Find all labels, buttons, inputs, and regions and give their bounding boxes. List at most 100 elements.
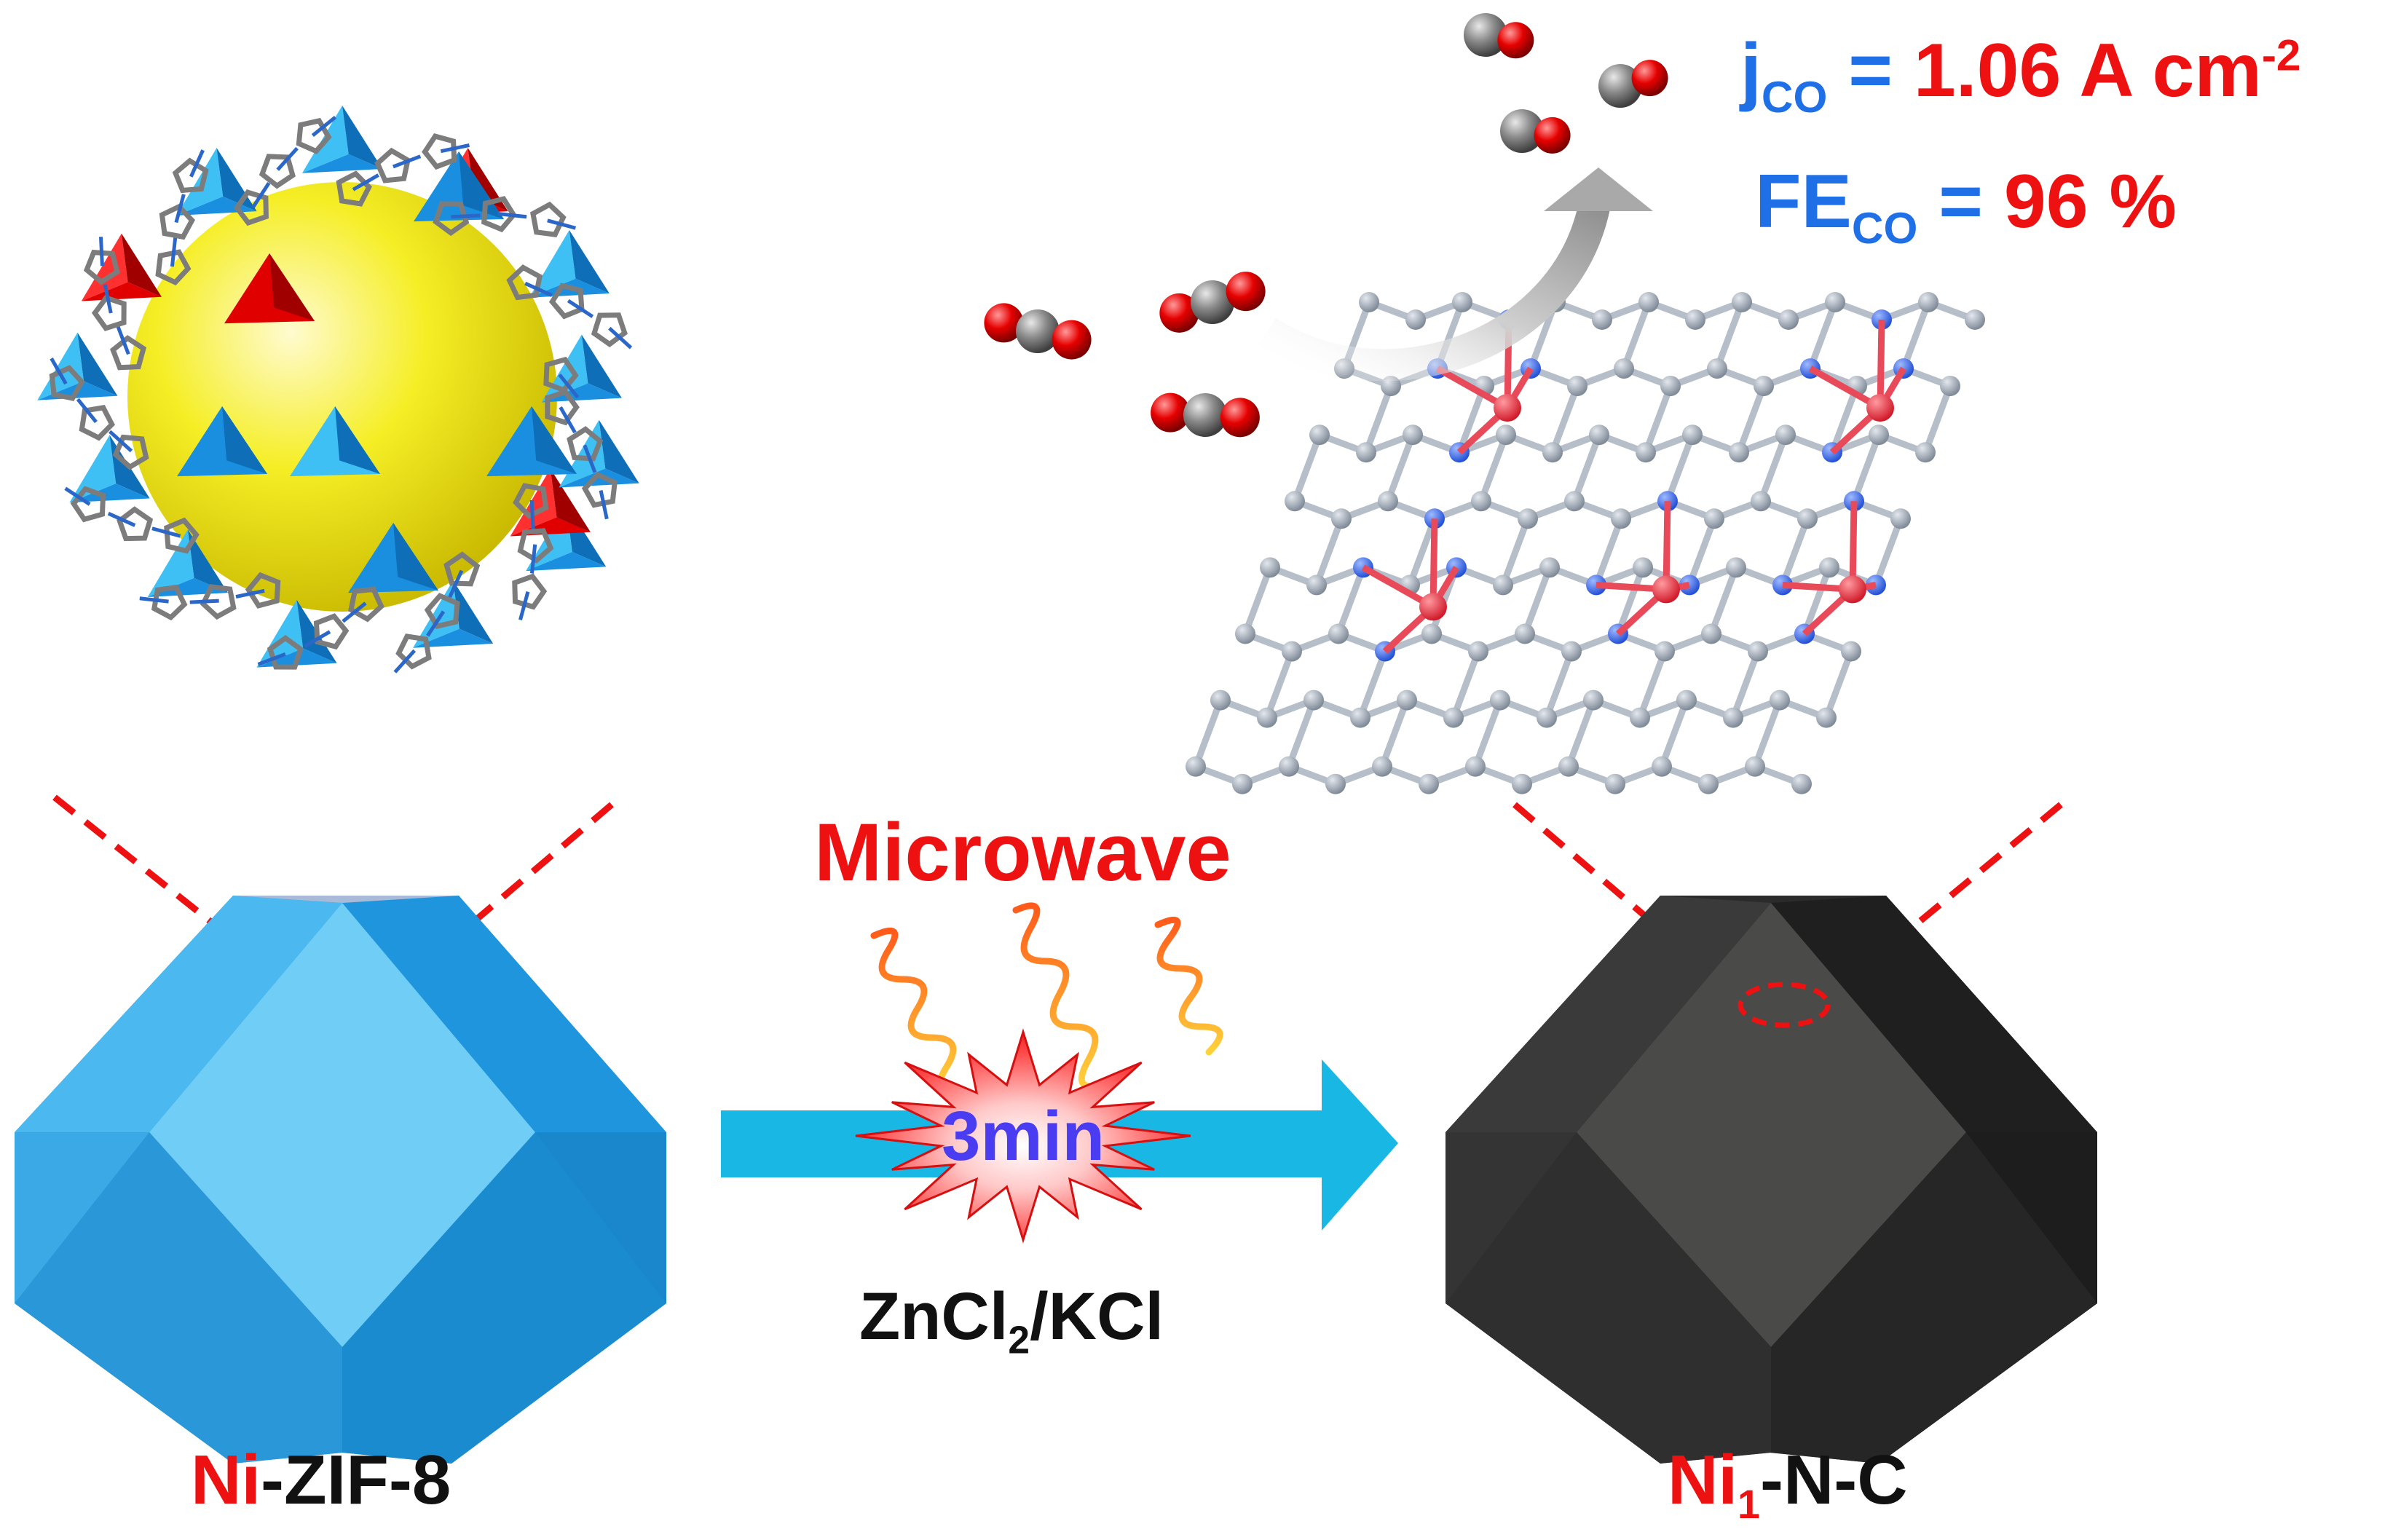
carbon-atom-icon bbox=[1378, 491, 1398, 512]
salt-end: /KCl bbox=[1030, 1279, 1164, 1354]
carbon-atom-icon bbox=[1285, 491, 1305, 512]
carbon-atom-icon bbox=[1965, 309, 1985, 330]
imidazolate-linker-icon bbox=[49, 358, 85, 401]
nickel-atom-icon bbox=[1652, 575, 1680, 604]
carbon-atom-icon bbox=[1443, 707, 1464, 728]
imidazolate-linker-icon bbox=[581, 471, 618, 520]
imidazolate-linker-icon bbox=[296, 116, 337, 154]
carbon-atom-icon bbox=[1638, 292, 1659, 312]
carbon-atom-icon bbox=[1356, 442, 1376, 463]
carbon-atom-icon bbox=[1325, 773, 1346, 794]
carbon-atom-icon bbox=[1372, 756, 1392, 777]
carbon-atom-icon bbox=[1350, 707, 1370, 728]
carbon-atom-icon bbox=[1698, 773, 1719, 794]
carbon-atom-icon bbox=[1819, 557, 1839, 578]
label-ni: Ni bbox=[1668, 1441, 1738, 1519]
carbon-atom-icon bbox=[1614, 358, 1634, 379]
co2-molecule-icon bbox=[1151, 392, 1260, 438]
duration-label: 3min bbox=[942, 1097, 1105, 1175]
imidazolate-linker-icon bbox=[342, 586, 384, 623]
imidazolate-linker-icon bbox=[259, 146, 299, 189]
carbon-atom-icon bbox=[1797, 508, 1818, 529]
label-ni: Ni bbox=[191, 1441, 261, 1519]
label-zif8-suffix: -ZIF-8 bbox=[261, 1441, 451, 1519]
j-equals: = bbox=[1827, 28, 1914, 113]
carbon-atom-icon bbox=[1468, 641, 1488, 662]
co-molecule-icon bbox=[1598, 60, 1668, 108]
imidazolate-linker-icon bbox=[529, 201, 577, 237]
nickel-atom-icon bbox=[1494, 394, 1521, 422]
carbon-atom-icon bbox=[1611, 508, 1631, 529]
carbon-atom-icon bbox=[1791, 773, 1812, 794]
tetrahedron-icon bbox=[290, 406, 380, 477]
carbon-atom-icon bbox=[1676, 690, 1697, 711]
imidazolate-linker-icon bbox=[567, 426, 604, 473]
imidazolate-linker-icon bbox=[257, 634, 304, 670]
imidazolate-linker-icon bbox=[513, 483, 549, 529]
carbon-atom-icon bbox=[1331, 508, 1352, 529]
carbon-atom-icon bbox=[1816, 707, 1837, 728]
carbon-atom-icon bbox=[1537, 707, 1557, 728]
carbon-atom-icon bbox=[1558, 756, 1579, 777]
carbon-atom-icon bbox=[1232, 773, 1253, 794]
fe-value: 96 % bbox=[2003, 159, 2177, 244]
co-molecule-icon bbox=[1464, 13, 1534, 59]
salt-label: ZnCl2/KCl bbox=[859, 1283, 1164, 1360]
imidazolate-linker-icon bbox=[591, 312, 633, 350]
tetrahedron-icon bbox=[81, 233, 162, 301]
carbon-atom-icon bbox=[1405, 309, 1426, 330]
j-value: 1.06 A cm bbox=[1913, 28, 2262, 113]
carbon-atom-icon bbox=[1539, 557, 1560, 578]
tetrahedron-icon bbox=[348, 523, 438, 593]
fe-equals: = bbox=[1917, 159, 2004, 244]
imidazolate-linker-icon bbox=[83, 237, 120, 285]
imidazolate-linker-icon bbox=[336, 170, 379, 207]
carbon-atom-icon bbox=[1704, 508, 1724, 529]
carbon-atom-icon bbox=[1633, 557, 1653, 578]
current-density-readout: jCO = 1.06 A cm-2 bbox=[1740, 33, 2300, 119]
carbon-atom-icon bbox=[1636, 442, 1656, 463]
imidazolate-linker-icon bbox=[443, 551, 481, 599]
carbon-atom-icon bbox=[1754, 376, 1774, 397]
carbon-atom-icon bbox=[1940, 376, 1960, 397]
carbon-atom-icon bbox=[1775, 425, 1796, 446]
carbon-atom-icon bbox=[1496, 425, 1516, 446]
co2-molecule-icon bbox=[1159, 272, 1266, 333]
starburst-icon bbox=[855, 1028, 1191, 1244]
imidazolate-linker-icon bbox=[433, 201, 481, 237]
carbon-atom-icon bbox=[1915, 442, 1936, 463]
carbon-atom-icon bbox=[1592, 309, 1612, 330]
carbon-atom-icon bbox=[1471, 491, 1491, 512]
gas-molecules bbox=[984, 13, 1668, 438]
imidazolate-linker-icon bbox=[481, 196, 527, 233]
carbon-atom-icon bbox=[1403, 425, 1423, 446]
carbon-atom-icon bbox=[1729, 442, 1749, 463]
carbon-atom-icon bbox=[1770, 690, 1790, 711]
microwave-wave-icon bbox=[870, 902, 1223, 1094]
carbon-atom-icon bbox=[1890, 508, 1911, 529]
carbon-atom-icon bbox=[1869, 425, 1889, 446]
zif8-cage-structure bbox=[37, 106, 639, 674]
imidazolate-linker-icon bbox=[304, 613, 350, 650]
imidazolate-linker-icon bbox=[424, 593, 460, 637]
carbon-atom-icon bbox=[1235, 623, 1255, 644]
carbon-atom-icon bbox=[1452, 292, 1472, 312]
j-symbol: j bbox=[1740, 28, 1762, 113]
carbon-atom-icon bbox=[1542, 442, 1563, 463]
carbon-atom-icon bbox=[1515, 623, 1535, 644]
carbon-atom-icon bbox=[1397, 690, 1417, 711]
tetrahedron-icon bbox=[177, 406, 267, 477]
carbon-atom-icon bbox=[1260, 557, 1280, 578]
carbon-atom-icon bbox=[1732, 292, 1752, 312]
imidazolate-linker-icon bbox=[64, 486, 106, 523]
j-exponent: -2 bbox=[2261, 30, 2301, 80]
carbon-atom-icon bbox=[1701, 623, 1721, 644]
imidazolate-linker-icon bbox=[139, 584, 188, 621]
carbon-atom-icon bbox=[1564, 491, 1585, 512]
imidazolate-linker-icon bbox=[107, 506, 154, 542]
carbon-atom-icon bbox=[1583, 690, 1604, 711]
imidazolate-linker-icon bbox=[91, 284, 127, 331]
carbon-atom-icon bbox=[1561, 641, 1582, 662]
